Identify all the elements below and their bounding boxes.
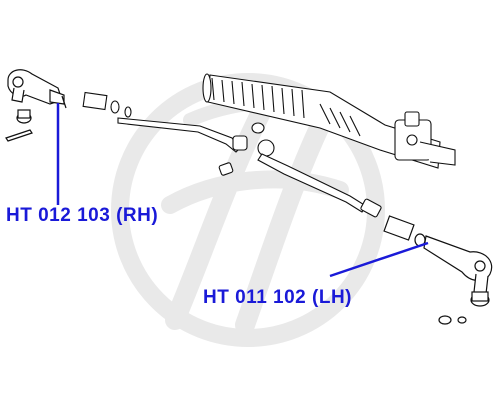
part-label-lh: HT 011 102 (LH)	[203, 287, 352, 308]
rh-adjuster-sleeve	[82, 91, 132, 118]
steering-rack	[202, 73, 456, 169]
part-label-rh: HT 012 103 (RH)	[6, 205, 159, 226]
tie-rod-end-lh	[383, 215, 493, 325]
center-tie-rod	[117, 117, 265, 176]
left-tie-rod	[257, 139, 382, 218]
tie-rod-end-rh	[5, 69, 67, 142]
leader-line-lh	[329, 241, 429, 278]
